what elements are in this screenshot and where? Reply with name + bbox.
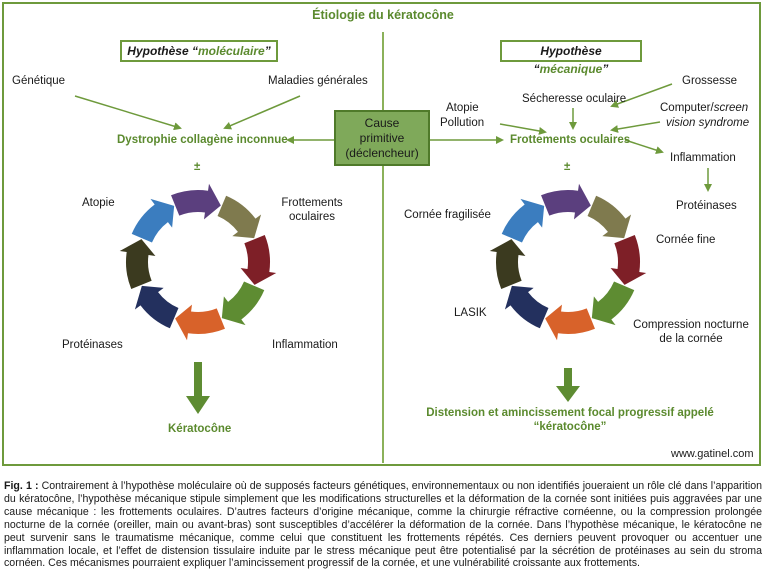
frottements-line-2: oculaires [288,211,336,223]
label-pollution: Pollution [440,117,485,129]
label-lasik: LASIK [454,307,487,319]
computer-line-1b: screen [713,102,749,114]
cycle-right-segment-6 [504,285,549,329]
hypothesis-suffix: ” [264,44,271,58]
hypothesis-moleculaire-box: Hypothèse “moléculaire” [120,40,278,62]
cause-line-2: primitive [359,131,405,145]
caption-label: Fig. 1 : [4,480,39,492]
figure-frame [2,2,761,466]
label-keratocone: Kératocône [168,423,232,435]
distension-line-1: Distension et amincissement focal progre… [426,407,714,419]
arrow-genetique [74,95,182,131]
cause-line-3: (déclencheur) [345,146,419,160]
figure-title: Étiologie du kératocône [312,8,454,22]
cycle-right-segment-8 [501,198,545,243]
hypothesis-suffix: ” [602,62,609,76]
label-computer-vision-2: vision syndrome [666,117,750,129]
cycle-right-segment-4 [591,281,635,326]
label-inflammation-left: Inflammation [272,339,338,351]
center-divider [382,32,384,463]
arrows-layer [74,83,712,414]
cycle-right-segment-5 [545,304,595,341]
cycle-right [489,183,647,341]
website-credit: www.gatinel.com [671,448,754,460]
label-inflammation-right: Inflammation [670,152,736,164]
hypothesis-mecanique-box: Hypothèse “mécanique” [500,40,642,76]
label-grossesse: Grossesse [682,75,737,87]
left-arrows [74,95,334,144]
cycle-left-segment-4 [221,281,265,326]
cycle-right-segment-7 [489,239,526,289]
arrow-grossesse [610,83,673,108]
compression-line-2: de la cornée [659,333,723,345]
cause-primitive-box: Cause primitive (déclencheur) [334,110,430,166]
down-arrow-right [556,368,580,402]
label-compression: Compression nocturne de la cornée [628,318,754,346]
distension-line-2: “kératocône” [533,421,607,433]
cycle-right-segment-1 [541,183,591,220]
arrow-computer [610,121,661,133]
label-dystrophie: Dystrophie collagène inconnue [117,134,288,146]
down-arrows [186,362,580,414]
label-atopie-right: Atopie [446,102,479,114]
hypothesis-word: mécanique [539,62,603,76]
cycle-left [119,183,277,341]
cause-line-1: Cause [364,116,400,130]
label-pm-right: ± [564,161,571,173]
caption-text: Contrairement à l’hypothèse moléculaire … [4,480,762,570]
cycle-left-segment-5 [175,304,225,341]
hypothesis-word: moléculaire [197,44,265,58]
label-genetique: Génétique [12,75,66,87]
label-cornee-fine: Cornée fine [656,234,716,246]
hypothesis-prefix: Hypothèse “ [127,44,198,58]
compression-line-1: Compression nocturne [633,319,749,331]
label-cornee-fragilisee: Cornée fragilisée [404,209,491,221]
label-computer-vision: Computer/screen [660,101,748,115]
label-secheresse: Sécheresse oculaire [522,93,627,105]
cycle-left-segment-8 [131,198,175,243]
figure-caption: Fig. 1 : Contrairement à l’hypothèse mol… [4,480,762,570]
arrow-pollution [499,123,547,135]
computer-line-1: Computer/ [660,102,714,114]
label-atopie-left: Atopie [82,197,115,209]
label-distension: Distension et amincissement focal progre… [400,406,740,434]
cycle-left-segment-6 [134,285,179,329]
cycle-left-segment-7 [119,239,156,289]
label-maladies-generales: Maladies générales [268,75,368,87]
cycle-right-segment-3 [610,235,647,285]
arrow-maladies [223,95,301,130]
label-frottements-right: Frottements oculaires [510,134,631,146]
cycle-left-segment-3 [240,235,277,285]
cycle-left-segment-1 [171,183,221,220]
label-proteinases-left: Protéinases [62,339,123,351]
arrow-inflammation [624,139,664,154]
frottements-line-1: Frottements [281,197,343,209]
label-frottements-left: Frottements oculaires [272,196,352,224]
label-pm-left: ± [194,161,201,173]
cycle-left-segment-2 [217,195,262,239]
label-proteinases-right: Protéinases [676,200,737,212]
cycle-right-segment-2 [587,195,632,239]
hypothesis-prefix: Hypothèse “ [533,44,602,76]
right-arrows [430,83,712,192]
down-arrow-left [186,362,210,414]
